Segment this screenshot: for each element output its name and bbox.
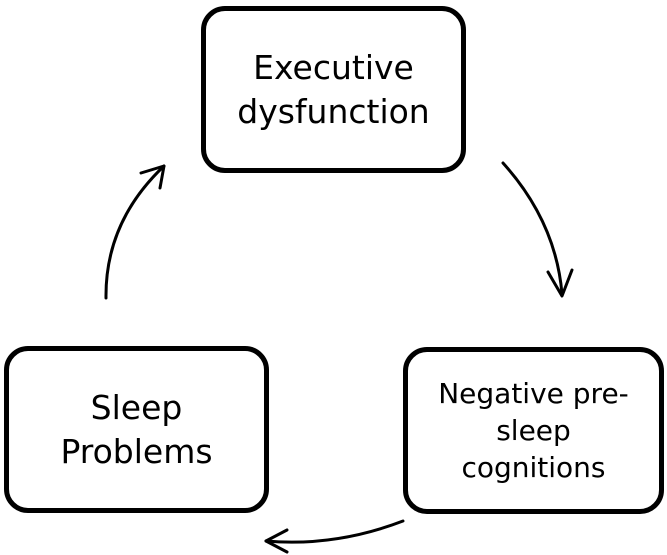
arrow-sleep-to-executive	[104, 164, 166, 300]
executive-dysfunction-node: Executive dysfunction	[201, 6, 466, 173]
negative-pre-sleep-cognitions-node: Negative pre- sleep cognitions	[403, 347, 664, 514]
arrow-negative-to-sleep	[264, 519, 405, 554]
sleep-problems-label: Sleep Problems	[60, 387, 213, 471]
arrow-executive-to-negative	[501, 161, 574, 298]
sleep-problems-node: Sleep Problems	[4, 346, 269, 513]
negative-pre-sleep-cognitions-label: Negative pre- sleep cognitions	[438, 377, 629, 484]
executive-dysfunction-label: Executive dysfunction	[237, 47, 430, 131]
